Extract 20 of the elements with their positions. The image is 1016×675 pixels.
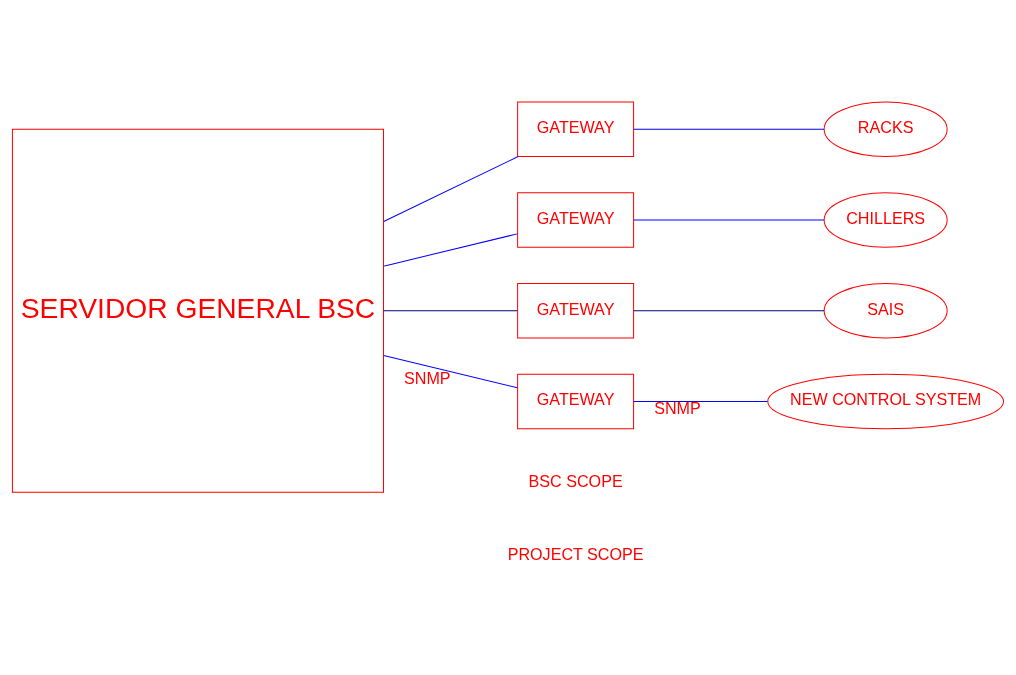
node-box: GATEWAY — [517, 373, 635, 429]
node-ellipse: NEW CONTROL SYSTEM — [767, 373, 1005, 429]
node-ellipse: SAIS — [823, 282, 948, 338]
node-box: GATEWAY — [517, 101, 635, 157]
edge-label: SNMP — [404, 368, 451, 387]
connector — [383, 232, 518, 267]
node-box: GATEWAY — [517, 282, 635, 338]
node-ellipse: RACKS — [823, 101, 948, 157]
label: PROJECT SCOPE — [507, 544, 644, 563]
edge-label: SNMP — [654, 398, 701, 417]
label: BSC SCOPE — [528, 471, 623, 490]
node-box: GATEWAY — [517, 191, 635, 248]
connector — [633, 309, 825, 311]
node-ellipse: CHILLERS — [823, 191, 948, 248]
connector — [633, 128, 825, 130]
node-box: SERVIDOR GENERAL BSC — [11, 128, 384, 493]
connector — [383, 309, 518, 311]
connector — [383, 155, 519, 222]
connector — [633, 400, 768, 402]
connector — [383, 354, 518, 388]
